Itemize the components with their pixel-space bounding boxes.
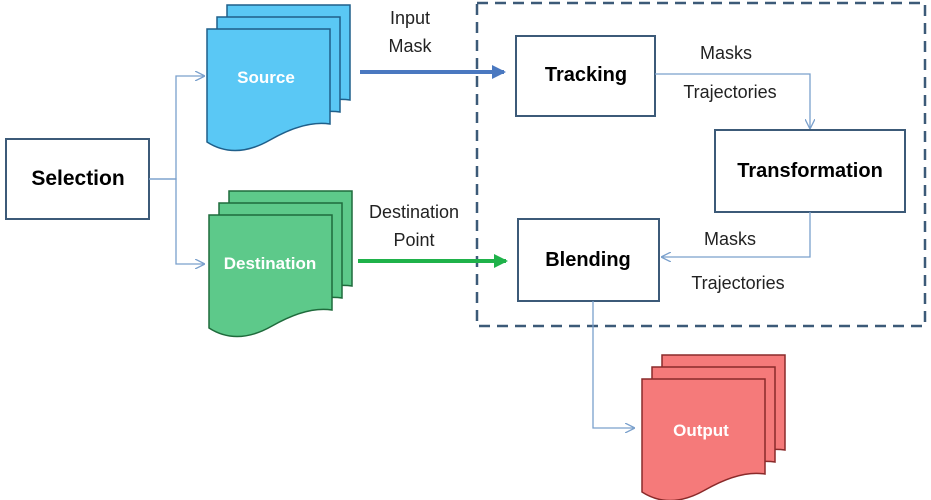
selection-to-destination-connector	[149, 178, 204, 264]
selection-label: Selection	[31, 167, 124, 190]
blending-node: Blending	[517, 218, 660, 302]
processing-region	[475, 1, 927, 328]
tracking-label: Tracking	[545, 64, 627, 86]
destination-point-label-line1: Destination	[369, 202, 459, 222]
blending-masks-label: Masks	[704, 229, 756, 249]
transformation-to-blending-connector	[662, 212, 811, 257]
selection-to-source-connector	[149, 76, 204, 180]
transformation-node: Transformation	[714, 129, 906, 213]
input-mask-label-line2: Mask	[388, 36, 432, 56]
source-label: Source	[237, 68, 295, 87]
destination-stack: Destination	[208, 190, 353, 338]
tracking-node: Tracking	[515, 35, 656, 117]
blending-to-output-connector	[592, 301, 634, 428]
tracking-to-transformation-connector	[655, 73, 810, 128]
output-label: Output	[673, 421, 729, 440]
selection-node: Selection	[5, 138, 150, 220]
destination-label: Destination	[224, 254, 317, 273]
tracking-masks-label: Masks	[700, 43, 752, 63]
tracking-trajectories-label: Trajectories	[683, 82, 776, 102]
output-stack: Output	[641, 354, 786, 500]
destination-point-label-line2: Point	[393, 230, 434, 250]
blending-trajectories-label: Trajectories	[691, 273, 784, 293]
blending-label: Blending	[545, 249, 631, 271]
input-mask-label-line1: Input	[390, 8, 430, 28]
transformation-label: Transformation	[737, 160, 883, 182]
source-stack: Source	[206, 4, 351, 152]
